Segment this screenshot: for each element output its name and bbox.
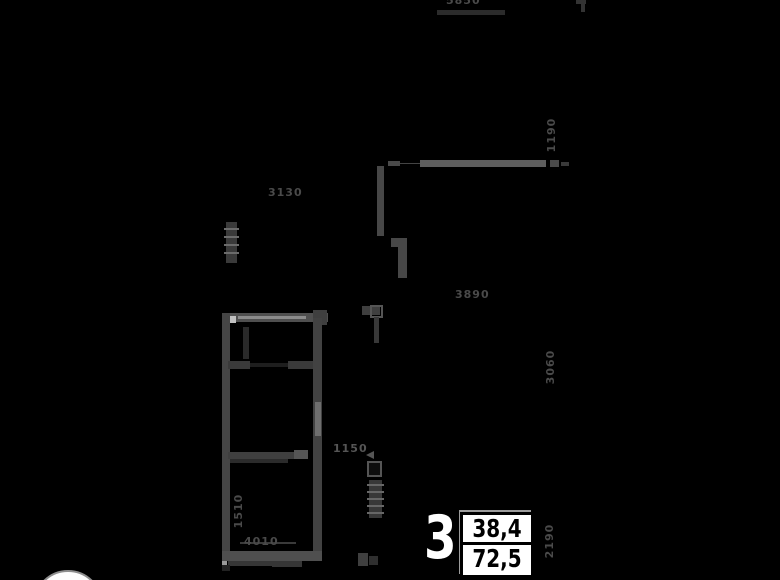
dim-label-top-clipped: 5850: [446, 0, 481, 7]
area-box-divider: [463, 542, 531, 545]
dim-label-hall: 1150: [333, 442, 368, 455]
walls-group: [222, 0, 586, 571]
total-area-value: 72,5: [472, 544, 522, 573]
dim-label-mid-right: 3890: [455, 288, 490, 301]
living-area-value: 38,4: [472, 514, 522, 543]
dim-label-room3-left-vertical: 1510: [232, 493, 245, 529]
dim-label-upper-right-vertical: 1190: [545, 117, 558, 153]
area-box: 38,4 72,5: [459, 510, 534, 578]
area-box-inner: 38,4 72,5: [460, 512, 534, 578]
dimension-line: [240, 542, 296, 544]
dim-label-room3-width: 4010: [244, 535, 279, 548]
dim-label-right-mid-vertical: 3060: [544, 349, 557, 385]
dim-label-upper-left: 3130: [268, 186, 303, 199]
room-count: 3: [424, 503, 457, 573]
dim-label-right-bottom-vertical: 2190: [543, 523, 556, 559]
